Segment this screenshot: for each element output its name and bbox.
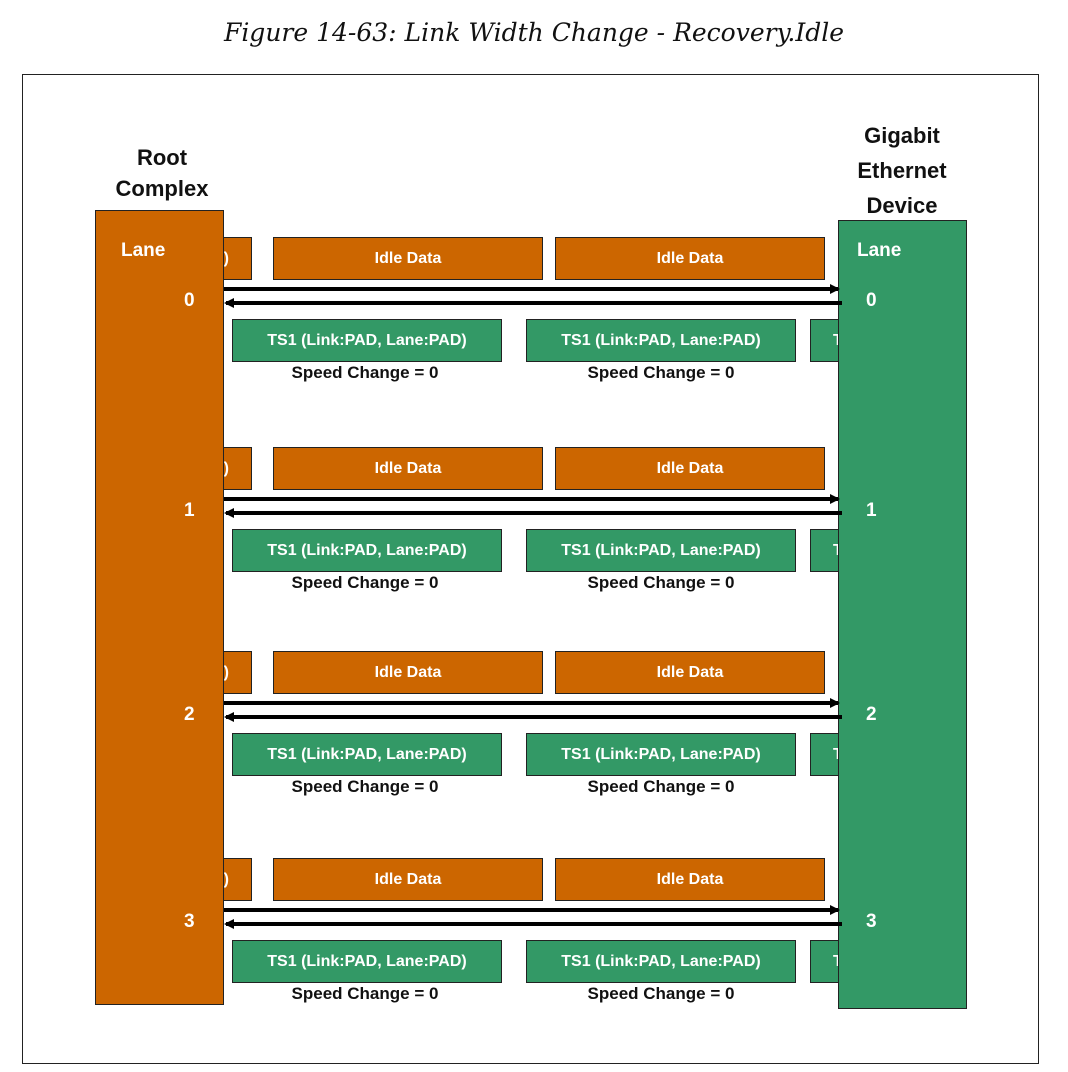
ts1-box: TS1 (Link:PAD, Lane:PAD) [232, 940, 502, 983]
gigabit-ethernet-column [838, 220, 967, 1009]
root-complex-column [95, 210, 224, 1005]
ts1-box: TS1 (Link:PAD, Lane:PAD) [526, 529, 796, 572]
ts1-box: TS1 (Link:PAD, Lane:PAD) [526, 940, 796, 983]
root-complex-lane-label: Lane [121, 240, 166, 261]
ts1-box: TS1 (Link:PAD, Lane:PAD) [526, 733, 796, 776]
speed-change-label: Speed Change = 0 [587, 777, 735, 796]
speed-change-label: Speed Change = 0 [587, 363, 735, 382]
idle-data-box: Idle Data [555, 858, 825, 901]
speed-change-label: Speed Change = 0 [291, 984, 439, 1003]
idle-data-box: Idle Data [555, 447, 825, 490]
idle-data-box: Idle Data [273, 447, 543, 490]
gigabit-ethernet-device-title: Gigabit Ethernet Device [830, 118, 974, 223]
root-complex-title: Root Complex [95, 140, 229, 206]
root-complex-lane-number: 1 [184, 500, 195, 521]
root-complex-lane-number: 0 [184, 290, 195, 311]
diagram-frame [22, 74, 1039, 1064]
gige-title-line2: Ethernet [857, 158, 947, 183]
gige-lane-label: Lane [857, 240, 902, 261]
root-complex-lane-number: 3 [184, 911, 195, 932]
gige-lane-number: 0 [866, 290, 877, 311]
root-complex-title-line1: Root [136, 145, 188, 170]
root-complex-title-line2: Complex [115, 176, 209, 201]
ts1-box: TS1 (Link:PAD, Lane:PAD) [526, 319, 796, 362]
gige-title-line3: Device [866, 193, 938, 218]
speed-change-label: Speed Change = 0 [291, 363, 439, 382]
speed-change-label: Speed Change = 0 [291, 573, 439, 592]
speed-change-label: Speed Change = 0 [587, 984, 735, 1003]
idle-data-box: Idle Data [555, 237, 825, 280]
ts1-box: TS1 (Link:PAD, Lane:PAD) [232, 319, 502, 362]
ts1-box: TS1 (Link:PAD, Lane:PAD) [232, 733, 502, 776]
gige-lane-number: 2 [866, 704, 877, 725]
ts1-box: TS1 (Link:PAD, Lane:PAD) [232, 529, 502, 572]
gige-lane-number: 3 [866, 911, 877, 932]
gige-title-line1: Gigabit [864, 123, 940, 148]
idle-data-box: Idle Data [273, 858, 543, 901]
gige-lane-number: 1 [866, 500, 877, 521]
idle-data-box: Idle Data [273, 237, 543, 280]
root-complex-lane-number: 2 [184, 704, 195, 725]
speed-change-label: Speed Change = 0 [291, 777, 439, 796]
idle-data-box: Idle Data [555, 651, 825, 694]
speed-change-label: Speed Change = 0 [587, 573, 735, 592]
idle-data-box: Idle Data [273, 651, 543, 694]
figure-caption: Figure 14-63: Link Width Change - Recove… [223, 18, 845, 47]
